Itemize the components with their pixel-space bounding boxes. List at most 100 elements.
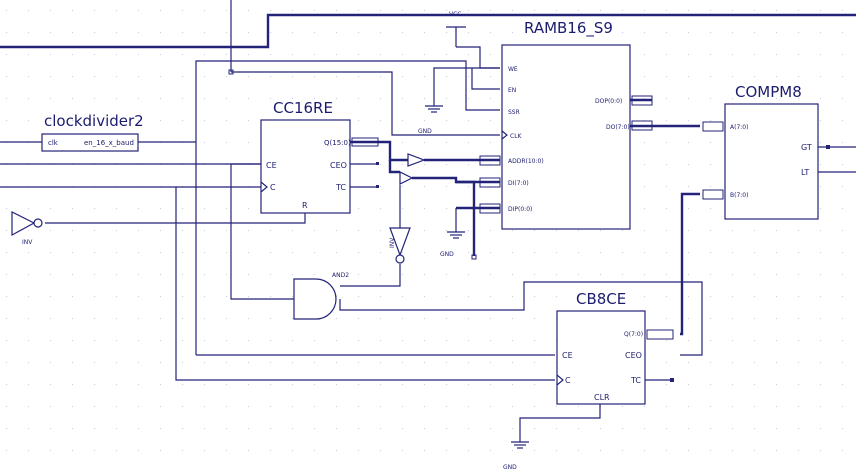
grid-dot <box>578 428 579 429</box>
grid-dot <box>468 10 469 11</box>
grid-dot <box>226 274 227 275</box>
grid-dot <box>6 32 7 33</box>
grid-dot <box>292 54 293 55</box>
grid-dot <box>446 76 447 77</box>
grid-dot <box>534 230 535 231</box>
inverter-left[interactable]: INV <box>11 211 43 246</box>
grid-dot <box>402 10 403 11</box>
grid-dot <box>336 230 337 231</box>
grid-dot <box>380 318 381 319</box>
grid-dot <box>138 98 139 99</box>
grid-dot <box>50 208 51 209</box>
grid-dot <box>446 186 447 187</box>
grid-dot <box>248 450 249 451</box>
grid-dot <box>468 274 469 275</box>
grid-dot <box>116 340 117 341</box>
and2-gate[interactable]: AND2 <box>293 272 349 320</box>
grid-dot <box>402 340 403 341</box>
grid-dot <box>270 428 271 429</box>
compm8-pin-a: A(7:0) <box>730 124 748 131</box>
grid-dot <box>94 296 95 297</box>
compm8-body <box>724 103 819 220</box>
grid-dot <box>94 98 95 99</box>
cc16re-block[interactable]: CC16RE CE C R Q(15:0) CEO TC <box>260 99 379 214</box>
grid-dot <box>424 274 425 275</box>
wire <box>230 163 294 300</box>
grid-dot <box>644 186 645 187</box>
grid-dot <box>490 428 491 429</box>
gnd-label-bottom: GND <box>503 464 517 471</box>
grid-dot <box>138 76 139 77</box>
bus-pin-marker <box>646 329 674 340</box>
grid-dot <box>424 362 425 363</box>
grid-dot <box>314 406 315 407</box>
grid-dot <box>6 406 7 407</box>
grid-dot <box>292 10 293 11</box>
grid-dot <box>72 54 73 55</box>
grid-dot <box>380 32 381 33</box>
cb8ce-block[interactable]: CB8CE CE C CLR Q(7:0) CEO TC <box>556 290 674 405</box>
compm8-pin-b: B(7:0) <box>730 192 748 199</box>
grid-dot <box>798 384 799 385</box>
grid-dot <box>446 142 447 143</box>
grid-dot <box>842 318 843 319</box>
grid-dot <box>72 384 73 385</box>
grid-dot <box>468 186 469 187</box>
grid-dot <box>776 362 777 363</box>
grid-dot <box>754 428 755 429</box>
grid-dot <box>512 252 513 253</box>
grid-dot <box>94 10 95 11</box>
grid-dot <box>622 296 623 297</box>
grid-dot <box>798 230 799 231</box>
grid-dot <box>160 98 161 99</box>
grid-dot <box>138 384 139 385</box>
grid-dot <box>644 10 645 11</box>
grid-dot <box>50 98 51 99</box>
grid-dot <box>754 406 755 407</box>
grid-dot <box>94 428 95 429</box>
grid-dot <box>358 296 359 297</box>
grid-dot <box>754 450 755 451</box>
grid-dot <box>6 208 7 209</box>
grid-dot <box>72 274 73 275</box>
grid-dot <box>94 54 95 55</box>
clock-input-marker <box>260 181 268 193</box>
grid-dot <box>292 340 293 341</box>
grid-dot <box>138 406 139 407</box>
grid-dot <box>468 252 469 253</box>
grid-dot <box>116 428 117 429</box>
grid-dot <box>182 406 183 407</box>
grid-dot <box>446 274 447 275</box>
grid-dot <box>72 98 73 99</box>
inverter-triangle <box>389 227 411 257</box>
grid-dot <box>270 384 271 385</box>
grid-dot <box>688 230 689 231</box>
clockdivider-block[interactable]: clockdivider2 clk en_16_x_baud <box>41 112 144 152</box>
grid-dot <box>424 340 425 341</box>
grid-dot <box>160 252 161 253</box>
grid-dot <box>138 296 139 297</box>
grid-dot <box>94 362 95 363</box>
compm8-block[interactable]: COMPM8 A(7:0) B(7:0) GT LT <box>702 83 819 220</box>
grid-dot <box>688 406 689 407</box>
inverter-vertical[interactable]: INV <box>389 227 411 264</box>
grid-dot <box>116 10 117 11</box>
grid-dot <box>50 76 51 77</box>
grid-dot <box>600 274 601 275</box>
ramb-block[interactable]: RAMB16_S9 WE EN SSR CLK ADDR(10:0) DI(7:… <box>479 19 653 230</box>
grid-dot <box>248 54 249 55</box>
grid-dot <box>28 318 29 319</box>
grid-dot <box>710 252 711 253</box>
grid-dot <box>446 164 447 165</box>
grid-dot <box>666 252 667 253</box>
grid-dot <box>204 120 205 121</box>
grid-dot <box>402 120 403 121</box>
grid-dot <box>248 120 249 121</box>
grid-dot <box>94 318 95 319</box>
grid-dot <box>424 164 425 165</box>
cc16re-pin-c: C <box>270 183 276 192</box>
grid-dot <box>28 406 29 407</box>
cb8ce-pin-clr: CLR <box>594 393 610 402</box>
grid-dot <box>622 252 623 253</box>
